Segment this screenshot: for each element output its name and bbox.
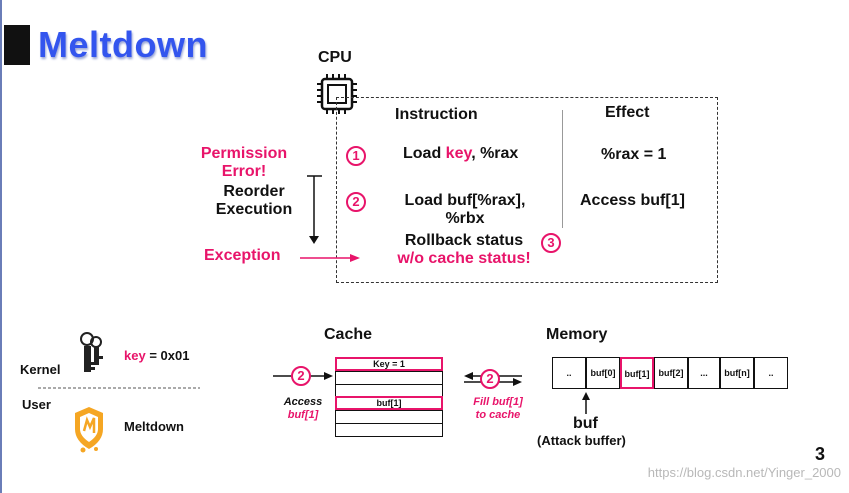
attack-buffer-caption: (Attack buffer) [537, 433, 626, 448]
memory-cell: .. [552, 357, 586, 389]
cache-step-2-badge: 2 [291, 366, 311, 386]
key-highlight: key [445, 145, 472, 162]
cache-row-buf: buf[1] [335, 396, 443, 410]
slide-title: Meltdown [38, 24, 208, 65]
slide-left-border [0, 0, 2, 493]
memory-cell: buf[0] [586, 357, 620, 389]
reorder-arrow [307, 175, 322, 244]
step-1-instruction: Load key, %rax [403, 145, 519, 162]
instruction-header: Instruction [395, 106, 478, 123]
column-divider [562, 110, 563, 228]
memory-title: Memory [546, 326, 608, 343]
cpu-label: CPU [318, 49, 352, 66]
cpu-chip-icon [317, 74, 357, 114]
step-3-badge: 3 [541, 233, 561, 253]
meltdown-logo-icon [75, 407, 103, 453]
key-icon [80, 332, 103, 372]
step-2-badge: 2 [346, 192, 366, 212]
memory-step-2-badge: 2 [480, 369, 500, 389]
cache-row-key: Key = 1 [335, 357, 443, 371]
page-number: 3 [815, 444, 826, 464]
memory-cell: .. [754, 357, 788, 389]
step-2-effect: Access buf[1] [580, 192, 685, 209]
meltdown-label: Meltdown [124, 419, 184, 434]
memory-cell: buf[2] [654, 357, 688, 389]
user-label: User [22, 397, 51, 412]
step-1-effect: %rax = 1 [601, 146, 667, 163]
key-value-label: key = 0x01 [124, 348, 190, 363]
buf-pointer-arrow [582, 392, 590, 414]
cache-row-empty [335, 371, 443, 385]
cache-row-empty [335, 423, 443, 437]
step-1-badge: 1 [346, 146, 366, 166]
cache-row-empty [335, 410, 443, 424]
memory-cell: ... [688, 357, 720, 389]
exception-arrow [300, 254, 360, 262]
cpu-pipeline-box [336, 97, 718, 283]
kernel-label: Kernel [20, 362, 61, 377]
buf-label: buf [573, 415, 598, 432]
fill-cache-label: Fill buf[1]to cache [473, 396, 523, 421]
memory-cell-highlighted: buf[1] [620, 357, 654, 389]
effect-header: Effect [605, 104, 650, 121]
step-2-instruction: Load buf[%rax],%rbx [404, 192, 526, 227]
cache-title: Cache [324, 326, 373, 343]
title-marker [4, 25, 30, 65]
memory-cell: buf[n] [720, 357, 754, 389]
watermark: https://blog.csdn.net/Yinger_2000 [647, 465, 841, 480]
exception-label: Exception [204, 247, 281, 264]
